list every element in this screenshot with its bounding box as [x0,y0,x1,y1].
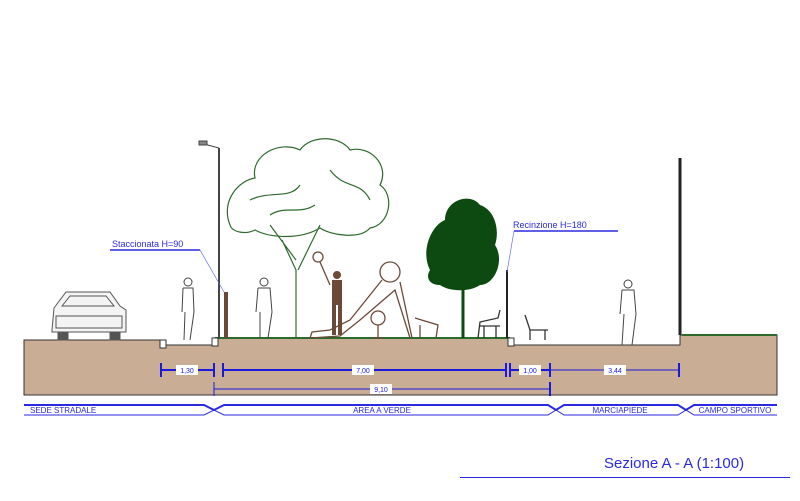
annotation-text: Recinzione H=180 [513,220,587,230]
pedestrian-icon [181,277,195,341]
zone-label-sidewalk: MARCIAPIEDE [592,406,647,415]
playground-equipment-icon [309,251,439,339]
section-title: Sezione A - A (1:100) [604,455,745,472]
tree-dark-icon [426,198,500,338]
dimension-label: 1,30 [180,368,194,375]
fence-left-post [224,292,228,338]
curb-left [159,339,167,349]
curb-right [507,337,515,347]
dimension-label: 9,10 [374,387,388,394]
pedestrian-icon [255,277,273,339]
annotation-text: Staccionata H=90 [112,239,183,249]
title-underline [460,477,790,478]
annotation-fence-right: Recinzione H=180 [506,220,618,273]
dimension-label: 1,00 [523,368,537,375]
bench-icon [477,309,501,339]
bench-icon [524,314,548,340]
zone-label-sport-field: CAMPO SPORTIVO [699,406,772,415]
dimension-labels: 1,30 7,00 1,00 3,44 9,10 [176,365,626,394]
curb-mid [211,337,219,347]
street-lamp-icon [198,140,220,338]
dimension-label: 3,44 [608,368,622,375]
pedestrian-icon [619,279,637,346]
annotation-fence-left: Staccionata H=90 [110,239,225,293]
spring-rider-icon [370,310,386,339]
tree-outline-icon [226,138,390,338]
zone-band [24,404,777,416]
zone-label-road: SEDE STRADALE [30,406,96,415]
dimension-label: 7,00 [356,368,370,375]
car-icon [51,291,127,341]
ground-section [23,334,778,396]
child-figure-icon [332,271,342,335]
zone-label-green-area: AREA A VERDE [353,406,411,415]
